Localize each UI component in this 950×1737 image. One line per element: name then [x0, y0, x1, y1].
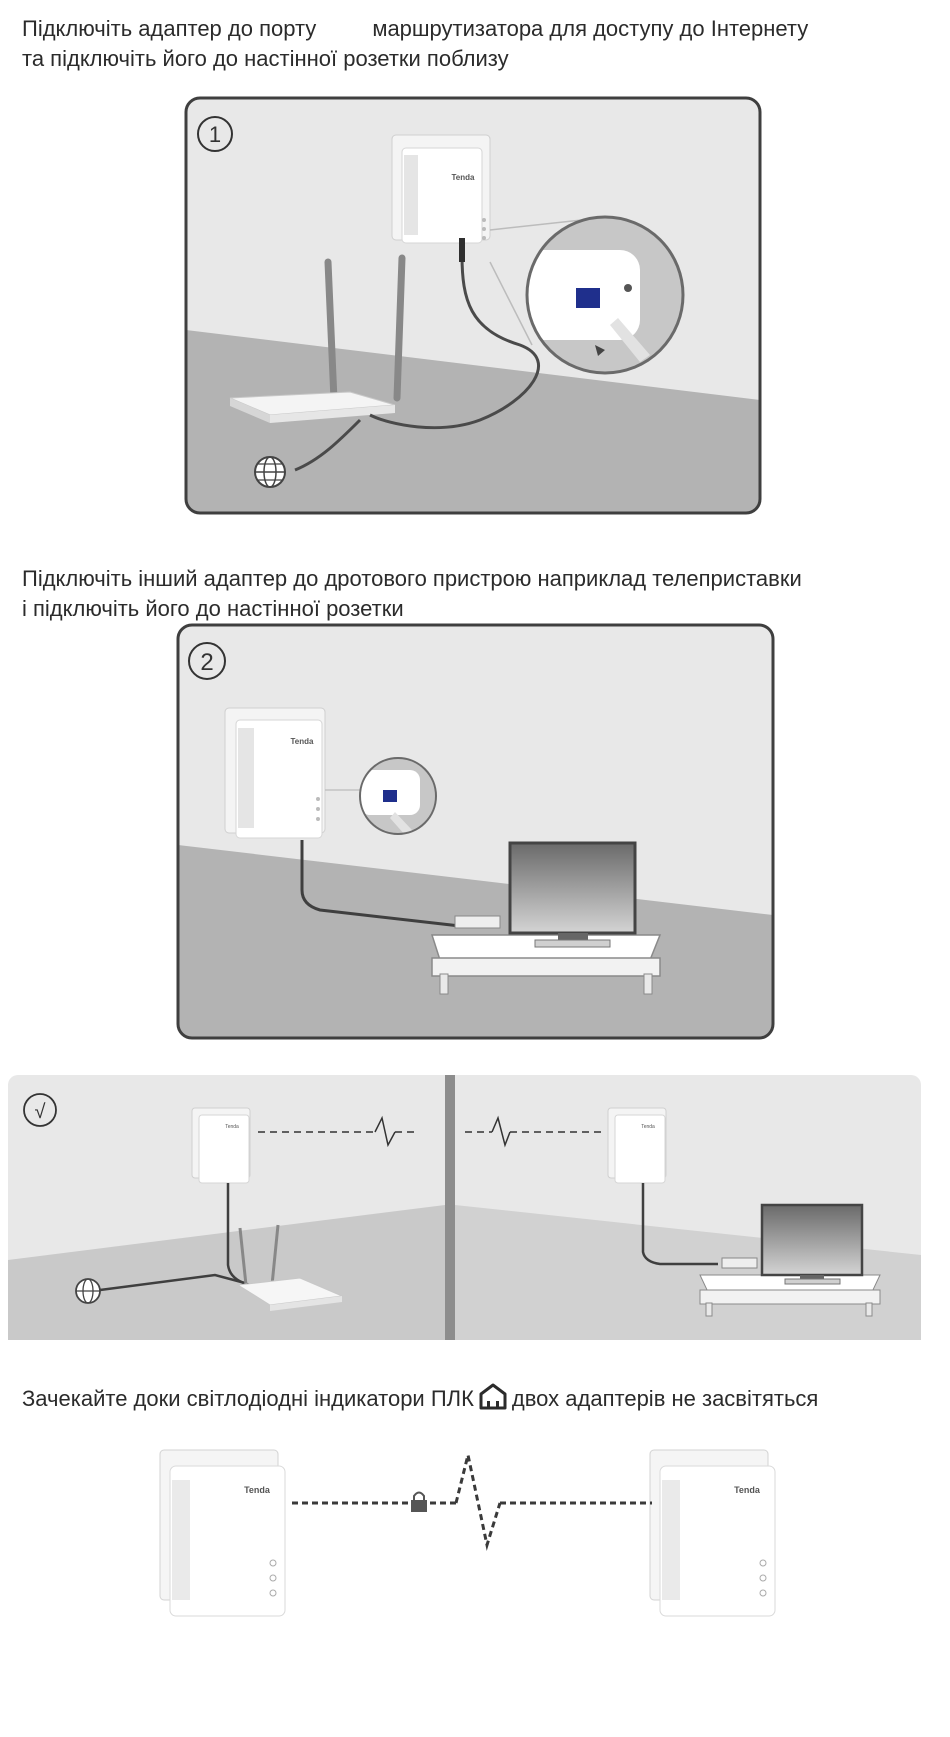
svg-text:Tenda: Tenda: [734, 1485, 761, 1495]
svg-text:Tenda: Tenda: [244, 1485, 271, 1495]
step1-instruction: Підключіть адаптер до порту маршрутизатор…: [22, 14, 808, 74]
router-icon: [229, 254, 406, 423]
powerline-adapter-left-icon: Tenda: [191, 1107, 251, 1184]
internet-cable: [294, 418, 362, 472]
step2-badge: 2: [188, 642, 226, 680]
ethernet-cable: [369, 254, 540, 430]
tv-icon: [508, 841, 637, 948]
step1-text-a: Підключіть адаптер до порту: [22, 16, 317, 41]
step3-text-after: двох адаптерів не засвітяться: [511, 1386, 819, 1411]
step3-text-before: Зачекайте доки світлодіодні індикатори П…: [22, 1386, 474, 1411]
ethernet-port-zoom: [359, 757, 437, 835]
svg-text:Tenda: Tenda: [225, 1124, 239, 1130]
result-illustration: √ Tenda Tenda: [8, 1075, 921, 1340]
powerline-adapter-icon: Tenda: [391, 134, 491, 244]
step2-text-line2: і підключіть його до настінної розетки: [22, 596, 404, 621]
step1-text-b: маршрутизатора для доступу до Інтернету: [372, 16, 809, 41]
svg-text:2: 2: [200, 649, 213, 676]
svg-text:Tenda: Tenda: [641, 1124, 655, 1130]
powerline-adapter-right-icon: Tenda: [649, 1449, 776, 1617]
svg-text:1: 1: [209, 122, 221, 147]
router-icon: [236, 1224, 344, 1311]
globe-icon: [75, 1278, 101, 1304]
step2-frame: [176, 623, 775, 1040]
internet-cable: [99, 1273, 246, 1292]
set-top-box-icon: [721, 1257, 758, 1269]
step1-frame: [184, 96, 762, 515]
svg-text:Tenda: Tenda: [291, 737, 315, 746]
step2-text-line1: Підключіть інший адаптер до дротового пр…: [22, 566, 802, 591]
powerline-adapter-left-icon: Tenda: [159, 1449, 286, 1617]
step1-illustration: 1 Tenda: [184, 96, 762, 515]
powerline-adapter-right-icon: Tenda: [607, 1107, 667, 1184]
powerline-signal: [292, 1454, 652, 1551]
result-badge: √: [23, 1093, 57, 1127]
globe-icon: [254, 456, 286, 488]
svg-text:Tenda: Tenda: [452, 173, 476, 182]
ethernet-cable: [300, 840, 461, 928]
svg-text:√: √: [35, 1101, 46, 1123]
plc-home-icon: [479, 1383, 507, 1410]
step1-text-line2: та підключіть його до настінної розетки …: [22, 46, 509, 71]
tv-icon: [760, 1203, 864, 1285]
powerline-signal: [258, 1115, 606, 1148]
lock-icon: [411, 1491, 427, 1512]
step2-instruction: Підключіть інший адаптер до дротового пр…: [22, 564, 802, 624]
powerline-adapter-icon: Tenda: [224, 707, 326, 839]
step2-illustration: 2 Tenda: [176, 623, 775, 1040]
ethernet-port-zoom: [525, 215, 685, 375]
ethernet-cable: [641, 1183, 718, 1266]
set-top-box-icon: [454, 915, 501, 929]
step3-illustration: Tenda Tenda: [159, 1449, 776, 1617]
step3-instruction: Зачекайте доки світлодіодні індикатори П…: [22, 1382, 818, 1414]
step1-badge: 1: [197, 116, 233, 152]
wall-divider: [445, 1075, 455, 1340]
